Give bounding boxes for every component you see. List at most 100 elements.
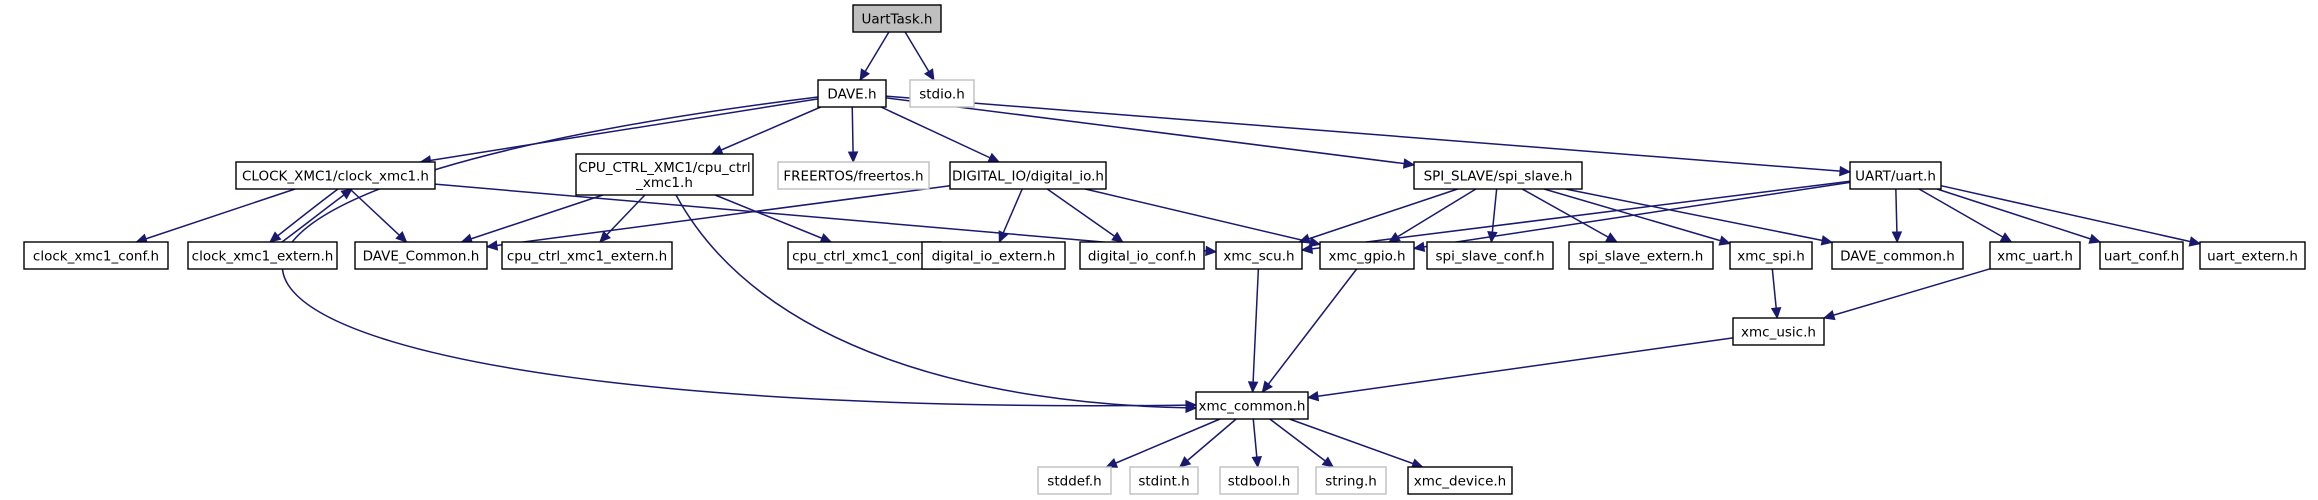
node-cpuextern[interactable]: cpu_ctrl_xmc1_extern.h bbox=[501, 241, 673, 270]
node-uartextern[interactable]: uart_extern.h bbox=[2199, 241, 2306, 270]
node-spiconf[interactable]: spi_slave_conf.h bbox=[1426, 241, 1554, 270]
edge-arrowhead bbox=[1185, 402, 1198, 414]
node-spiextern[interactable]: spi_slave_extern.h bbox=[1568, 241, 1714, 270]
node-cpuctrl[interactable]: CPU_CTRL_XMC1/cpu_ctrl_xmc1.h bbox=[575, 153, 754, 196]
edge-line bbox=[1299, 188, 1458, 243]
edge-uart-to-uartextern bbox=[1940, 184, 2202, 247]
edge-digio-to-digconf bbox=[1046, 188, 1124, 243]
node-spislave[interactable]: SPI_SLAVE/spi_slave.h bbox=[1413, 161, 1583, 190]
node-box bbox=[909, 79, 975, 108]
node-box bbox=[501, 241, 673, 270]
edge-line bbox=[136, 188, 296, 243]
node-label: DIGITAL_IO/digital_io.h bbox=[952, 169, 1104, 185]
node-xmcuart[interactable]: xmc_uart.h bbox=[1989, 241, 2081, 270]
node-xmcspi[interactable]: xmc_spi.h bbox=[1729, 241, 1813, 270]
edge-arrowhead bbox=[1321, 456, 1335, 468]
node-box bbox=[787, 241, 942, 270]
node-stdint[interactable]: stdint.h bbox=[1129, 466, 1199, 495]
node-digio[interactable]: DIGITAL_IO/digital_io.h bbox=[949, 161, 1107, 190]
edge-clock-to-davecommonU bbox=[349, 188, 408, 243]
node-box bbox=[1215, 241, 1303, 270]
node-box bbox=[235, 161, 436, 190]
edge-xmccommon-to-stddef bbox=[1105, 418, 1221, 468]
edge-arrowhead bbox=[485, 240, 499, 251]
edge-line bbox=[1521, 188, 1618, 243]
node-box bbox=[2099, 241, 2184, 270]
node-clock[interactable]: CLOCK_XMC1/clock_xmc1.h bbox=[235, 161, 436, 190]
node-box bbox=[949, 161, 1107, 190]
node-digextern[interactable]: digital_io_extern.h bbox=[921, 241, 1066, 270]
edge-line bbox=[1388, 188, 1477, 243]
node-stddef[interactable]: stddef.h bbox=[1037, 466, 1112, 495]
node-xmcgpio[interactable]: xmc_gpio.h bbox=[1319, 241, 1415, 270]
edge-uart-to-uartconf bbox=[1936, 188, 2102, 244]
edges-layer bbox=[135, 31, 2202, 469]
node-label: string.h bbox=[1325, 474, 1377, 490]
node-label: xmc_common.h bbox=[1199, 399, 1306, 415]
edge-arrowhead bbox=[395, 230, 408, 243]
edge-arrowhead bbox=[1247, 381, 1259, 394]
node-label: stdio.h bbox=[919, 87, 965, 103]
node-box bbox=[1831, 241, 1964, 270]
edge-uart-to-davecommonL bbox=[1891, 188, 1903, 244]
node-label: uart_extern.h bbox=[2207, 249, 2298, 265]
edge-line bbox=[349, 188, 408, 243]
edge-clockextern-to-clock bbox=[281, 188, 353, 243]
edge-cpuctrl-to-davecommonU bbox=[460, 194, 604, 244]
edge-line bbox=[885, 95, 1851, 173]
node-label: uart_conf.h bbox=[2104, 249, 2179, 265]
edge-line bbox=[1307, 337, 1734, 399]
edge-line bbox=[1106, 418, 1221, 468]
node-label: UART/uart.h bbox=[1855, 169, 1936, 185]
edge-digio-to-digextern bbox=[998, 188, 1023, 244]
node-davecommonL[interactable]: DAVE_common.h bbox=[1831, 241, 1964, 270]
node-xmcscu[interactable]: xmc_scu.h bbox=[1215, 241, 1303, 270]
edge-line bbox=[675, 194, 1197, 409]
node-box bbox=[2199, 241, 2306, 270]
edge-arrowhead bbox=[1412, 241, 1426, 253]
node-stdio[interactable]: stdio.h bbox=[909, 79, 975, 108]
node-clockextern[interactable]: clock_xmc1_extern.h bbox=[187, 241, 338, 270]
node-xmcdevice[interactable]: xmc_device.h bbox=[1407, 466, 1513, 495]
node-label: xmc_device.h bbox=[1414, 474, 1507, 490]
node-freertos[interactable]: FREERTOS/freertos.h bbox=[777, 161, 930, 190]
node-box bbox=[817, 79, 887, 108]
edge-clock-to-xmcscu bbox=[434, 183, 1218, 257]
edge-clock-to-clockextern bbox=[269, 188, 339, 243]
node-label: digital_io_conf.h bbox=[1088, 249, 1196, 265]
node-box bbox=[575, 153, 754, 196]
node-davecommonU[interactable]: DAVE_Common.h bbox=[354, 241, 488, 270]
node-uart[interactable]: UART/uart.h bbox=[1849, 161, 1942, 190]
node-xmccommon[interactable]: xmc_common.h bbox=[1195, 391, 1309, 420]
node-uarttask[interactable]: UartTask.h bbox=[852, 4, 942, 33]
node-cpuconf[interactable]: cpu_ctrl_xmc1_conf.h bbox=[787, 241, 942, 270]
edge-digio-to-davecommonU bbox=[485, 185, 951, 251]
node-uartconf[interactable]: uart_conf.h bbox=[2099, 241, 2184, 270]
node-box bbox=[1426, 241, 1554, 270]
node-clockconf[interactable]: clock_xmc1_conf.h bbox=[23, 241, 169, 270]
node-dave[interactable]: DAVE.h bbox=[817, 79, 887, 108]
edge-line bbox=[461, 194, 604, 243]
edge-spislave-to-xmcscu bbox=[1298, 188, 1458, 244]
node-box bbox=[1568, 241, 1714, 270]
node-digconf[interactable]: digital_io_conf.h bbox=[1079, 241, 1205, 270]
edge-arrowhead bbox=[2188, 236, 2202, 247]
edge-uarttask-to-stdio bbox=[904, 31, 935, 82]
edge-xmcuart-to-xmcusic bbox=[1822, 268, 1991, 321]
edge-arrowhead bbox=[1111, 231, 1124, 243]
node-box bbox=[1037, 466, 1112, 495]
edge-line bbox=[1046, 188, 1124, 243]
node-xmcusic[interactable]: xmc_usic.h bbox=[1732, 317, 1825, 346]
node-box bbox=[1079, 241, 1205, 270]
node-stdbool[interactable]: stdbool.h bbox=[1219, 466, 1299, 495]
edge-line bbox=[1251, 268, 1260, 393]
edge-line bbox=[434, 183, 1217, 253]
node-label: digital_io_extern.h bbox=[932, 249, 1056, 265]
node-string[interactable]: string.h bbox=[1315, 466, 1387, 495]
node-label: spi_slave_conf.h bbox=[1435, 249, 1544, 265]
node-label: spi_slave_extern.h bbox=[1579, 249, 1704, 265]
edge-line bbox=[1413, 181, 1851, 250]
edge-arrowhead bbox=[998, 230, 1009, 244]
